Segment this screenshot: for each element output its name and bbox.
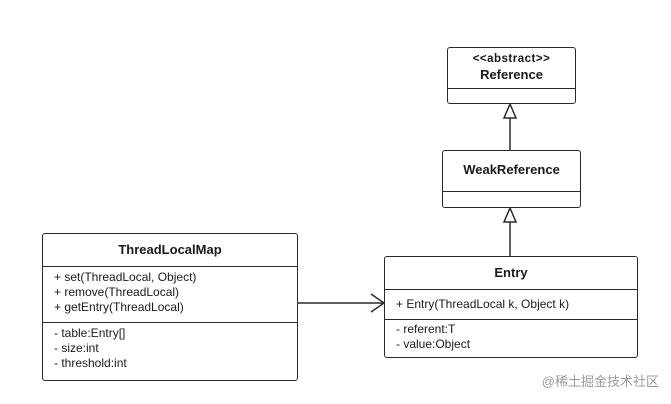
class-reference-members bbox=[448, 88, 575, 103]
class-threadlocalmap-fields: - table:Entry[] - size:int - threshold:i… bbox=[43, 322, 297, 371]
class-threadlocalmap-header: ThreadLocalMap bbox=[43, 234, 297, 266]
class-reference: <<abstract>> Reference bbox=[447, 47, 576, 104]
class-entry-methods: + Entry(ThreadLocal k, Object k) bbox=[385, 289, 637, 319]
class-entry: Entry + Entry(ThreadLocal k, Object k) -… bbox=[384, 256, 638, 358]
class-weakreference-name: WeakReference bbox=[463, 162, 560, 177]
watermark-text: @稀土掘金技术社区 bbox=[541, 374, 659, 389]
class-entry-fields: - referent:T - value:Object bbox=[385, 319, 637, 352]
class-reference-stereotype: <<abstract>> bbox=[472, 53, 551, 65]
class-threadlocalmap-name: ThreadLocalMap bbox=[118, 242, 222, 257]
class-weakreference-header: WeakReference bbox=[443, 151, 580, 191]
class-weakreference-members bbox=[443, 191, 580, 207]
class-reference-header: <<abstract>> Reference bbox=[448, 48, 575, 88]
inheritance-arrowhead-reference bbox=[502, 102, 518, 119]
class-reference-name: Reference bbox=[480, 67, 543, 82]
inheritance-arrowhead-weakreference bbox=[502, 206, 518, 223]
field-threshold: - threshold:int bbox=[54, 356, 127, 370]
field-size: - size:int bbox=[54, 341, 99, 355]
class-entry-name: Entry bbox=[494, 265, 528, 280]
field-referent: - referent:T bbox=[396, 322, 456, 336]
method-entry-constructor: + Entry(ThreadLocal k, Object k) bbox=[396, 297, 570, 311]
field-table: - table:Entry[] bbox=[54, 326, 126, 340]
field-value: - value:Object bbox=[396, 337, 471, 351]
method-set: + set(ThreadLocal, Object) bbox=[54, 270, 197, 284]
class-weakreference: WeakReference bbox=[442, 150, 581, 208]
method-remove: + remove(ThreadLocal) bbox=[54, 285, 180, 299]
class-entry-header: Entry bbox=[385, 257, 637, 289]
method-getentry: + getEntry(ThreadLocal) bbox=[54, 300, 184, 314]
class-threadlocalmap: ThreadLocalMap + set(ThreadLocal, Object… bbox=[42, 233, 298, 381]
class-threadlocalmap-methods: + set(ThreadLocal, Object) + remove(Thre… bbox=[43, 266, 297, 322]
